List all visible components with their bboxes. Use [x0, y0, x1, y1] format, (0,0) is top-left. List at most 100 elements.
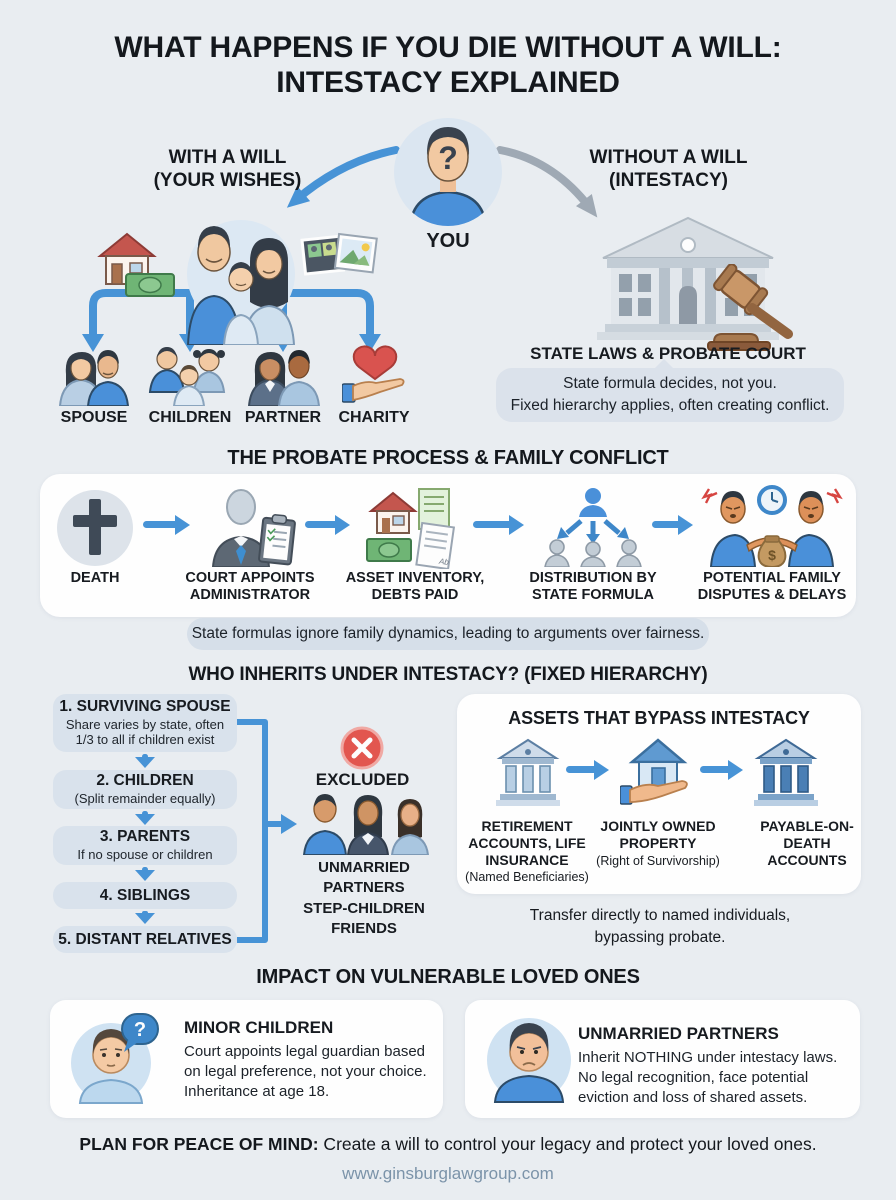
hierarchy-arrow-3 — [142, 867, 148, 872]
footer-website-link[interactable]: www.ginsburglawgroup.com — [342, 1164, 554, 1183]
step-label-disputes: POTENTIAL FAMILY DISPUTES & DELAYS — [697, 570, 847, 604]
step-label-distribution: DISTRIBUTION BY STATE FORMULA — [529, 570, 657, 604]
excluded-bracket-arrow — [237, 719, 297, 943]
hierarchy-level-4-title: 4. SIBLINGS — [99, 886, 191, 904]
family-icon — [186, 220, 296, 345]
impact-heading: IMPACT ON VULNERABLE LOVED ONES — [256, 966, 640, 988]
beneficiary-label-children: CHILDREN — [148, 409, 232, 426]
hierarchy-level-3-subtitle: If no spouse or children — [77, 846, 213, 862]
svg-text:?: ? — [438, 140, 458, 176]
minor-children-body: Court appoints legal guardian based on l… — [184, 1043, 427, 1100]
page-title-line1: WHAT HAPPENS IF YOU DIE WITHOUT A WILL: — [114, 31, 782, 64]
death-cross-icon — [57, 490, 133, 566]
sad-partner-avatar-icon — [487, 1018, 571, 1103]
with-will-line1: WITH A WILL — [168, 147, 287, 168]
with-will-label: WITH A WILL (YOUR WISHES) — [125, 146, 330, 192]
hierarchy-heading: WHO INHERITS UNDER INTESTACY? (FIXED HIE… — [188, 664, 708, 685]
photos-icon — [300, 232, 378, 276]
step-label-administrator: COURT APPOINTS ADMINISTRATOR — [185, 570, 315, 604]
probate-arrow-1 — [143, 514, 190, 535]
hierarchy-level-3: 3. PARENTS If no spouse or children — [53, 826, 237, 865]
children-icon — [148, 347, 226, 406]
family-dispute-icon: $ — [701, 485, 843, 567]
bypass-item-1-subtitle: (Named Beneficiaries) — [465, 870, 589, 885]
bypass-item-2-subtitle: (Right of Survivorship) — [596, 853, 720, 868]
bypass-arrow-2 — [700, 759, 743, 780]
without-will-line2: (INTESTACY) — [609, 170, 728, 192]
administrator-icon — [211, 489, 296, 567]
probate-arrow-2 — [305, 514, 350, 535]
unmarried-partners-title: UNMARRIED PARTNERS — [578, 1024, 779, 1043]
probate-note: State formulas ignore family dynamics, l… — [187, 618, 709, 650]
hierarchy-arrow-2 — [142, 811, 148, 816]
excluded-label: EXCLUDED — [315, 770, 410, 789]
excluded-people-icon — [302, 794, 430, 855]
court-note-line2: Fixed hierarchy applies, often creating … — [510, 397, 830, 414]
footer-cta-label: PLAN FOR PEACE OF MIND: — [79, 1134, 319, 1154]
svg-text:?: ? — [134, 1019, 146, 1041]
charity-heart-hand-icon — [342, 345, 405, 403]
hierarchy-level-2-title: 2. CHILDREN — [96, 772, 194, 790]
beneficiary-label-charity: CHARITY — [338, 409, 410, 426]
bypass-arrow-1 — [566, 759, 609, 780]
hierarchy-level-4: 4. SIBLINGS — [53, 882, 237, 909]
beneficiary-label-partner: PARTNER — [244, 409, 322, 426]
jointly-owned-house-hand-icon — [620, 738, 688, 805]
you-label: YOU — [426, 230, 470, 252]
partner-icon — [247, 350, 321, 406]
hierarchy-arrow-1 — [142, 754, 148, 759]
step-label-assets: ASSET INVENTORY, DEBTS PAID — [345, 570, 485, 604]
svg-text:$: $ — [768, 547, 776, 563]
minor-children-title: MINOR CHILDREN — [184, 1018, 334, 1037]
bypass-item-1: RETIREMENT ACCOUNTS, LIFE INSURANCE (Nam… — [460, 818, 594, 884]
hierarchy-level-1-title: 1. SURVIVING SPOUSE — [59, 698, 231, 716]
excluded-group-1: UNMARRIED PARTNERS — [318, 859, 410, 897]
unmarried-partners-body: Inherit NOTHING under intestacy laws. No… — [578, 1049, 838, 1106]
hierarchy-level-1-subtitle: Share varies by state, often 1/3 to all … — [65, 716, 225, 747]
svg-text:Ab: Ab — [437, 557, 449, 567]
footer-cta-text: Create a will to control your legacy and… — [318, 1134, 817, 1154]
hierarchy-level-2: 2. CHILDREN (Split remainder equally) — [53, 770, 237, 809]
distribution-tree-icon — [544, 488, 642, 567]
probate-arrow-3 — [473, 514, 524, 535]
minor-child-avatar-icon: ? — [71, 1013, 159, 1104]
without-will-line1: WITHOUT A WILL — [589, 147, 748, 168]
bypass-item-3: PAYABLE-ON-DEATH ACCOUNTS — [752, 818, 862, 868]
with-will-line2: (YOUR WISHES) — [153, 170, 302, 192]
excluded-group-3: FRIENDS — [331, 919, 397, 937]
step-label-death: DEATH — [70, 570, 120, 586]
hierarchy-level-2-subtitle: (Split remainder equally) — [74, 790, 216, 806]
court-note-line1: State formula decides, not you. — [563, 375, 777, 392]
footer-website-wrap: www.ginsburglawgroup.com — [0, 1164, 896, 1184]
spouse-icon — [58, 350, 130, 406]
probate-heading: THE PROBATE PROCESS & FAMILY CONFLICT — [227, 447, 669, 469]
house-cash-icon — [97, 232, 175, 297]
court-label: STATE LAWS & PROBATE COURT — [530, 344, 806, 363]
you-avatar-icon: ? — [394, 118, 502, 226]
bypass-note-line2: bypassing probate. — [594, 929, 726, 947]
hierarchy-arrow-1-head — [135, 757, 155, 768]
gavel-icon — [707, 264, 793, 351]
bypass-note: Transfer directly to named individuals, … — [490, 905, 830, 950]
bypass-item-2-title: JOINTLY OWNED PROPERTY — [600, 818, 716, 851]
hierarchy-arrow-4-head — [135, 913, 155, 924]
hierarchy-level-5-title: 5. DISTANT RELATIVES — [58, 930, 232, 948]
asset-inventory-icon: Ab — [366, 488, 456, 569]
hierarchy-arrow-2-head — [135, 814, 155, 825]
hierarchy-level-1: 1. SURVIVING SPOUSE Share varies by stat… — [53, 694, 237, 752]
court-note-bubble: State formula decides, not you. Fixed hi… — [496, 359, 844, 422]
hierarchy-level-5: 5. DISTANT RELATIVES — [53, 926, 237, 953]
bypass-note-line1: Transfer directly to named individuals, — [529, 907, 791, 924]
retirement-bank-icon — [496, 738, 560, 806]
bypass-heading: ASSETS THAT BYPASS INTESTACY — [508, 708, 810, 728]
footer-cta: PLAN FOR PEACE OF MIND: Create a will to… — [0, 1134, 896, 1155]
bypass-item-2: JOINTLY OWNED PROPERTY (Right of Survivo… — [588, 818, 728, 868]
bypass-item-1-title: RETIREMENT ACCOUNTS, LIFE INSURANCE — [468, 818, 586, 868]
hierarchy-arrow-3-head — [135, 870, 155, 881]
probate-arrow-4 — [652, 514, 693, 535]
pod-bank-icon — [754, 738, 818, 806]
bypass-item-3-title: PAYABLE-ON-DEATH ACCOUNTS — [760, 818, 854, 868]
excluded-group-2: STEP-CHILDREN — [303, 899, 425, 917]
page-title: WHAT HAPPENS IF YOU DIE WITHOUT A WILL: … — [0, 30, 896, 101]
